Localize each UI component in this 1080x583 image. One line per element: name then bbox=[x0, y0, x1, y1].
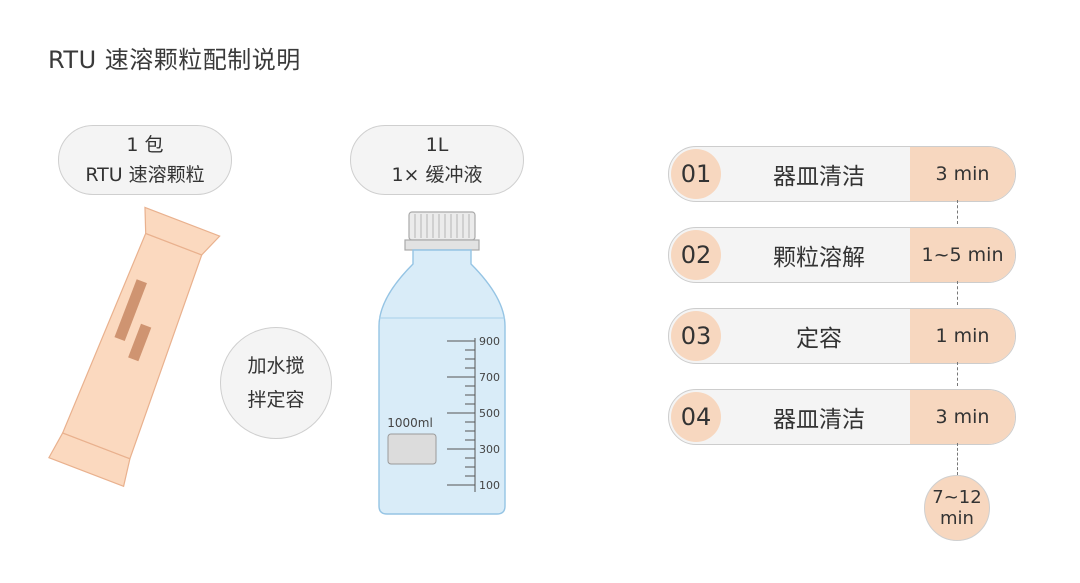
step-duration: 3 min bbox=[910, 390, 1015, 444]
total-time-unit: min bbox=[940, 508, 974, 529]
step-number: 04 bbox=[671, 392, 721, 442]
step-row: 04 器皿清洁 3 min bbox=[668, 389, 1016, 445]
step-number: 03 bbox=[671, 311, 721, 361]
total-time-range: 7~12 bbox=[932, 487, 982, 508]
step-row: 02 颗粒溶解 1~5 min bbox=[668, 227, 1016, 283]
mix-instruction-line2: 拌定容 bbox=[247, 389, 305, 411]
step-label: 定容 bbox=[796, 326, 842, 352]
step-number: 02 bbox=[671, 230, 721, 280]
step-label: 颗粒溶解 bbox=[773, 245, 865, 271]
connector-line bbox=[957, 443, 958, 475]
packet-quantity: 1 包 bbox=[126, 134, 164, 156]
mix-instruction-line1: 加水搅 bbox=[247, 355, 305, 377]
scale-label: 700 bbox=[479, 371, 500, 384]
scale-label: 100 bbox=[479, 479, 500, 492]
step-row: 01 器皿清洁 3 min bbox=[668, 146, 1016, 202]
mix-instruction: 加水搅 拌定容 bbox=[220, 327, 332, 439]
buffer-label: 1L 1× 缓冲液 bbox=[350, 125, 524, 195]
connector-line bbox=[957, 362, 958, 386]
scale-label: 900 bbox=[479, 335, 500, 348]
step-row: 03 定容 1 min bbox=[668, 308, 1016, 364]
media-bottle-illustration: 1000ml 900 700 500 300 100 bbox=[378, 211, 506, 515]
buffer-name: 1× 缓冲液 bbox=[391, 164, 483, 186]
granule-packet-illustration bbox=[48, 206, 221, 488]
bottle-scale: 900 700 500 300 100 bbox=[447, 335, 500, 492]
packet-label: 1 包 RTU 速溶颗粒 bbox=[58, 125, 232, 195]
step-number: 01 bbox=[671, 149, 721, 199]
connector-line bbox=[957, 281, 958, 305]
scale-label: 500 bbox=[479, 407, 500, 420]
step-duration: 1~5 min bbox=[910, 228, 1015, 282]
step-label: 器皿清洁 bbox=[773, 164, 865, 190]
page-title: RTU 速溶颗粒配制说明 bbox=[48, 46, 301, 74]
packet-name: RTU 速溶颗粒 bbox=[85, 164, 205, 186]
connector-line bbox=[957, 200, 958, 224]
step-duration: 1 min bbox=[910, 309, 1015, 363]
step-duration: 3 min bbox=[910, 147, 1015, 201]
scale-label: 300 bbox=[479, 443, 500, 456]
buffer-volume: 1L bbox=[425, 134, 449, 156]
bottle-volume-label: 1000ml bbox=[387, 416, 433, 430]
total-time-badge: 7~12 min bbox=[924, 475, 990, 541]
step-label: 器皿清洁 bbox=[773, 407, 865, 433]
